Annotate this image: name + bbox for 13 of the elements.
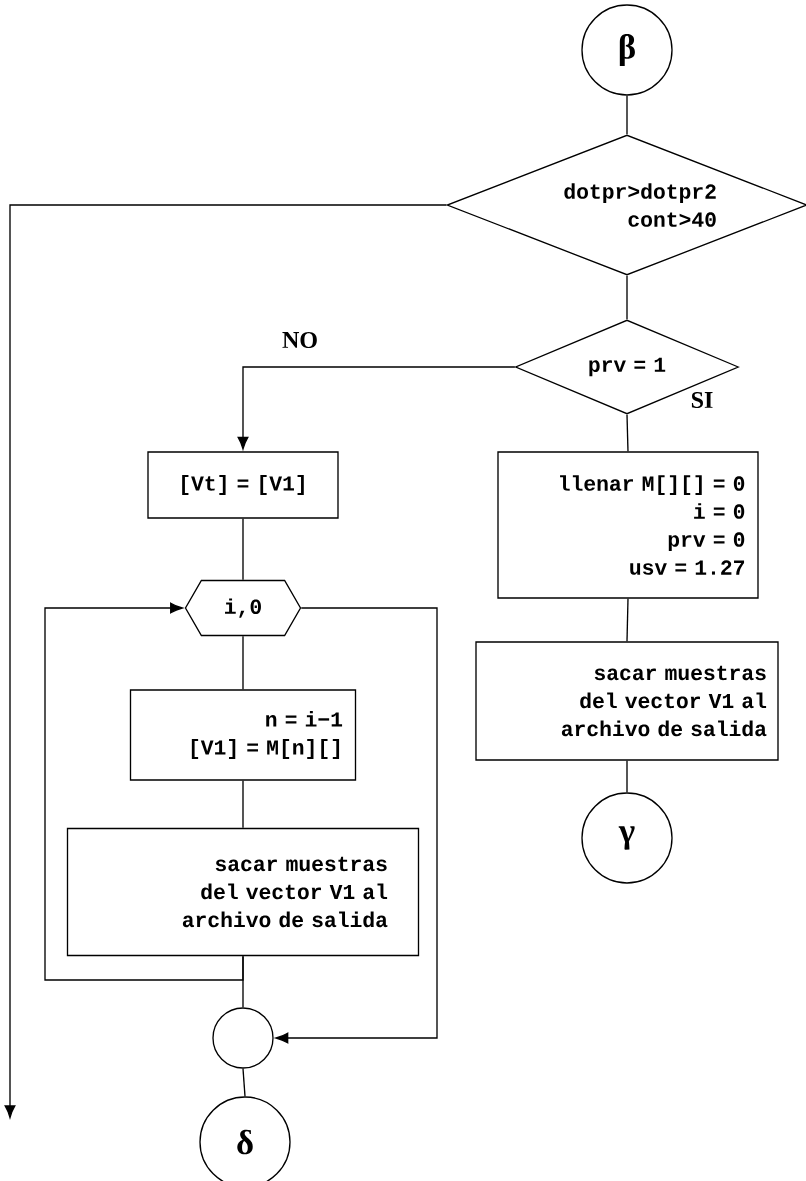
edge-label: SI <box>689 390 715 410</box>
loop-hexagon: i,0 <box>184 579 302 637</box>
process-box: llenar M[][] = 0 i = 0 prv = 0 usv = 1.27 <box>497 451 759 599</box>
process-box: sacar muestras del vector V1 al archivo de salida <box>66 827 420 957</box>
edge-label: NO <box>280 330 320 350</box>
process-box: n = i−1 [V1] = M[n][] <box>129 689 357 781</box>
process-box: [Vt] = [V1] <box>147 451 339 519</box>
arrow <box>275 607 438 1044</box>
arrow <box>4 204 447 1119</box>
process-box: sacar muestras del vector V1 al archivo de salida <box>475 641 779 761</box>
connector-circle <box>212 1007 274 1069</box>
arrow <box>44 602 244 981</box>
arrow <box>237 366 516 450</box>
